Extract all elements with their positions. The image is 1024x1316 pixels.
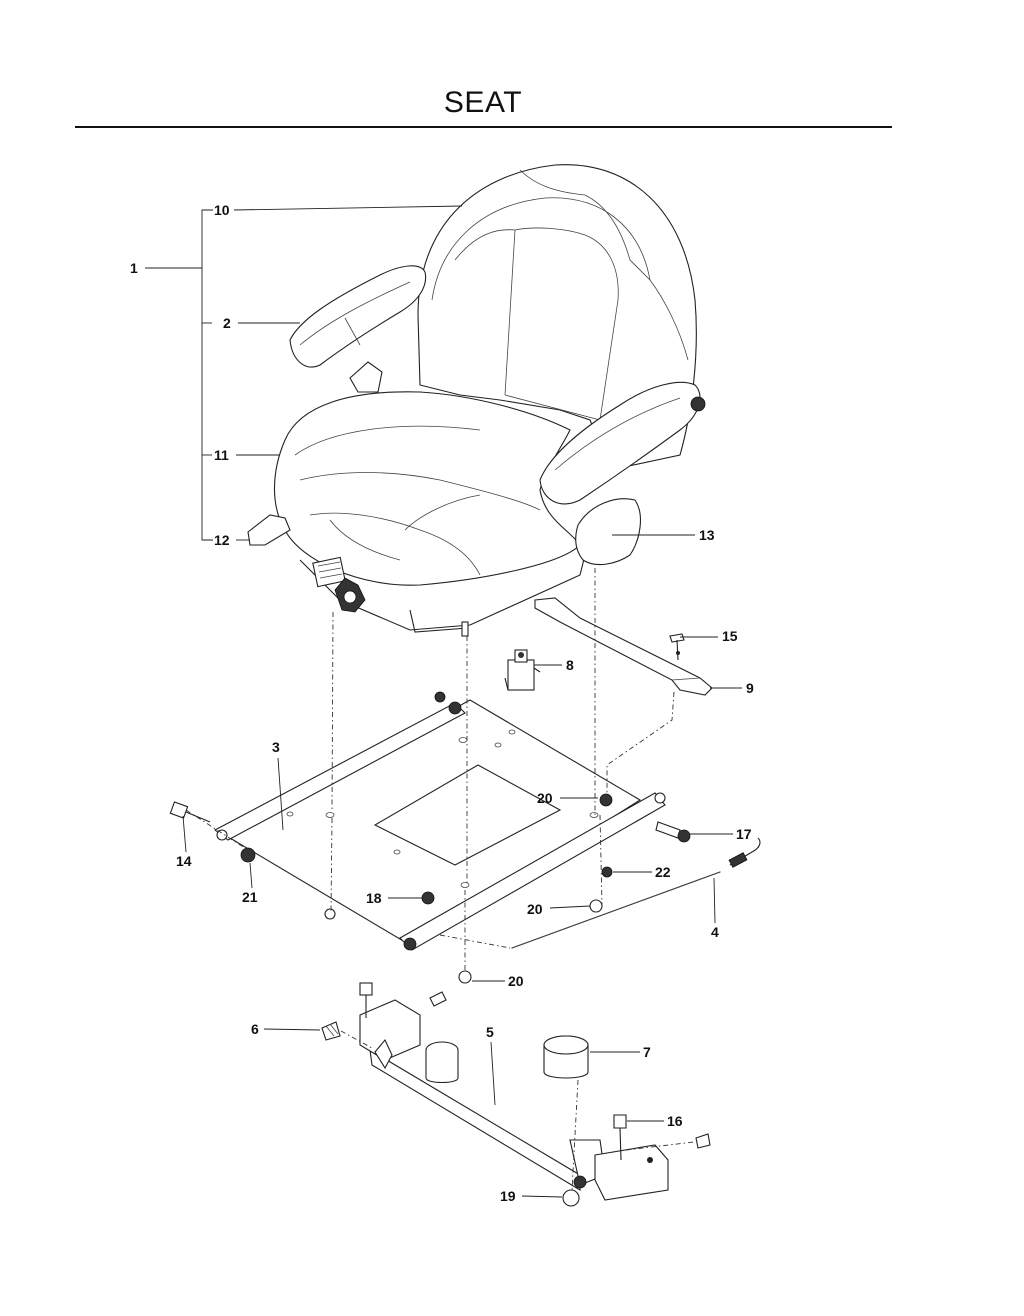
callout-21: 21 [242, 889, 258, 905]
callout-20-upper: 20 [537, 790, 553, 806]
callout-22: 22 [655, 864, 671, 880]
seat-adjust-lever [247, 514, 291, 546]
callout-6: 6 [251, 1021, 259, 1037]
callout-8: 8 [566, 657, 574, 673]
callout-12: 12 [214, 532, 230, 548]
callout-labels: 1 10 2 11 12 13 15 8 9 3 20 17 14 21 22 … [130, 202, 754, 1204]
pivot-bolt [169, 801, 211, 823]
page-title: SEAT [443, 86, 523, 119]
callout-3: 3 [272, 739, 280, 755]
bolt-lower-right [695, 1133, 711, 1149]
spacer-nut-21 [240, 847, 256, 863]
callout-11: 11 [214, 447, 229, 463]
alignment-lines [185, 568, 695, 1191]
lock-nut-18 [421, 891, 435, 905]
bumper [543, 1035, 589, 1079]
lock-nut-22 [601, 866, 613, 878]
seat-switch-housing [575, 498, 641, 566]
callout-16: 16 [667, 1113, 683, 1129]
callout-7: 7 [643, 1044, 651, 1060]
callout-17: 17 [736, 826, 752, 842]
pivot-shaft-assembly [359, 999, 669, 1201]
lock-nut-20-middle [589, 899, 603, 913]
title-rule [75, 126, 892, 128]
callout-18: 18 [366, 890, 382, 906]
callout-19: 19 [500, 1188, 516, 1204]
callout-1: 1 [130, 260, 138, 276]
backrest-hinge-knob [690, 396, 706, 412]
nut-under-plate [324, 908, 336, 920]
bolt-upper-left [359, 982, 373, 996]
callout-5: 5 [486, 1024, 494, 1040]
seat-assembly [247, 164, 706, 637]
callout-4: 4 [711, 924, 719, 940]
callout-13: 13 [699, 527, 715, 543]
seat-bracket [534, 597, 713, 696]
callout-14: 14 [176, 853, 192, 869]
slide-release-bracket [312, 556, 346, 588]
clevis-pin [669, 633, 685, 643]
callout-2: 2 [223, 315, 231, 331]
armrest-left [289, 265, 427, 368]
callout-15: 15 [722, 628, 738, 644]
seat-switch [504, 649, 541, 691]
lock-nut-20-upper [599, 793, 613, 807]
seat-plate [213, 699, 666, 951]
bolt-16 [613, 1114, 627, 1129]
shoulder-bolt [655, 821, 691, 843]
seat-cushion [273, 391, 581, 586]
callout-9: 9 [746, 680, 754, 696]
callout-20-lower: 20 [508, 973, 524, 989]
callout-10: 10 [214, 202, 230, 218]
lock-nut-20-lower [458, 970, 472, 984]
nut-top-rail [434, 691, 446, 703]
bolt-upper-right [429, 991, 447, 1007]
callout-leaders [145, 205, 742, 1198]
callout-20-middle: 20 [527, 901, 543, 917]
lock-nut-19 [562, 1189, 580, 1207]
seat-rod [511, 837, 761, 949]
